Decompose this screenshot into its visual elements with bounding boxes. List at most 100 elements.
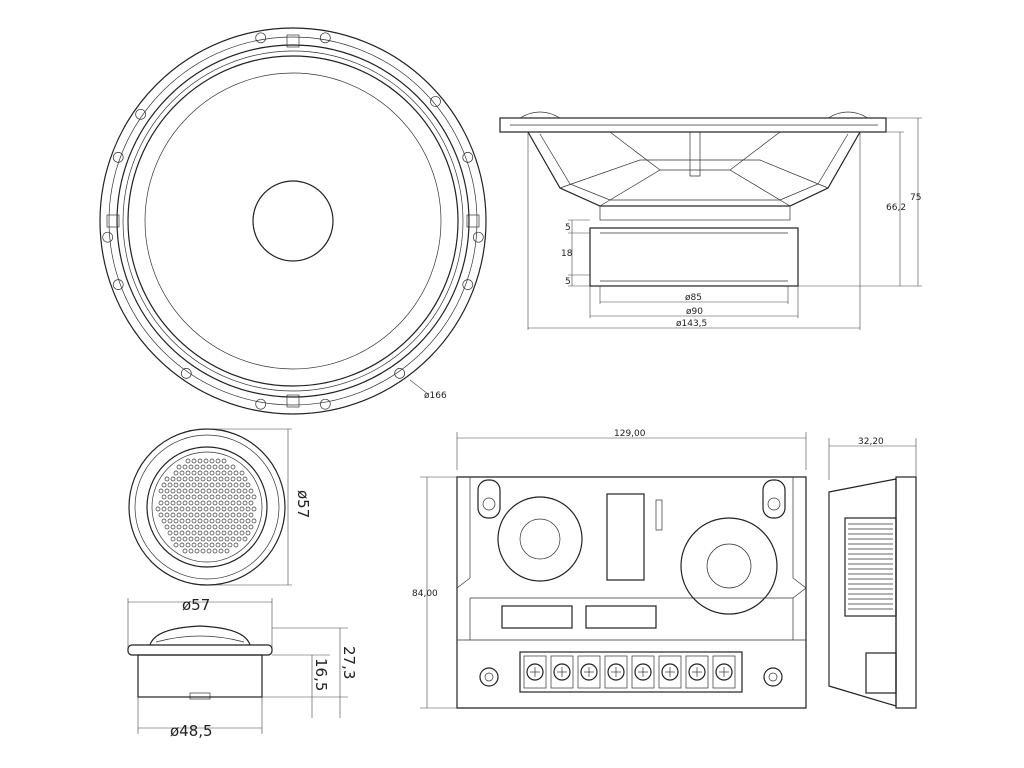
grille-hole (251, 518, 257, 524)
terminal-screw (580, 663, 598, 681)
grille-hole (203, 542, 209, 548)
grille-hole (206, 512, 212, 518)
grille-hole (164, 524, 170, 530)
grille-hole (239, 494, 245, 500)
grille-hole (215, 530, 221, 536)
grille-hole (239, 506, 245, 512)
grille-hole (227, 482, 233, 488)
grille-hole (173, 518, 179, 524)
woofer-mount-holes (102, 32, 484, 410)
woofer-front-view: ø166 (99, 27, 487, 415)
grille-hole (158, 512, 164, 518)
grille-hole (245, 494, 251, 500)
grille-hole (167, 506, 173, 512)
grille-hole (224, 488, 230, 494)
grille-hole (203, 518, 209, 524)
tweeter-front-diameter-label: ø57 (294, 490, 312, 518)
mount-hole (319, 32, 331, 44)
grille-hole (233, 530, 239, 536)
grille-hole (230, 536, 236, 542)
grille-hole (245, 530, 251, 536)
grille-hole (158, 488, 164, 494)
grille-hole (218, 548, 224, 554)
tweeter-dome (149, 625, 251, 646)
grille-hole (176, 500, 182, 506)
grille-hole (194, 536, 200, 542)
grille-hole (188, 500, 194, 506)
grille-hole (224, 524, 230, 530)
grille-hole (227, 506, 233, 512)
terminal-slot (577, 655, 601, 689)
grille-hole (212, 536, 218, 542)
grille-hole (188, 524, 194, 530)
tweeter-flange-diameter-label: ø57 (182, 596, 210, 614)
grille-hole (197, 542, 203, 548)
grille-hole (185, 506, 191, 512)
grille-hole (203, 494, 209, 500)
grille-hole (230, 512, 236, 518)
grille-hole (224, 548, 230, 554)
grille-hole (164, 512, 170, 518)
crossover-side-body (828, 478, 897, 707)
tweeter-mount-depth-label: 16,5 (312, 658, 330, 691)
grille-hole (212, 524, 218, 530)
terminal-slot (631, 655, 655, 689)
terminal-screw (634, 663, 652, 681)
magnet-outer-diameter-label: ø90 (686, 307, 703, 317)
grille-hole (170, 524, 176, 530)
grille-hole (239, 470, 245, 476)
mount-hole (102, 231, 114, 243)
grille-hole (170, 536, 176, 542)
grille-hole (224, 536, 230, 542)
grille-hole (161, 506, 167, 512)
grille-hole (191, 542, 197, 548)
grille-hole (248, 500, 254, 506)
grille-hole (188, 488, 194, 494)
grille-hole (164, 476, 170, 482)
crossover-mount-left (477, 479, 501, 519)
grille-hole (188, 548, 194, 554)
grille-hole (182, 488, 188, 494)
tweeter-grille-mesh (155, 458, 257, 554)
woofer-flange (499, 117, 887, 133)
grille-hole (188, 512, 194, 518)
grille-hole (242, 524, 248, 530)
crossover-mount-right (762, 479, 786, 519)
grille-hole (179, 542, 185, 548)
grille-hole (170, 476, 176, 482)
tweeter-body-diameter-label: ø48,5 (170, 722, 213, 740)
grille-hole (191, 470, 197, 476)
grille-hole (197, 470, 203, 476)
grille-hole (179, 530, 185, 536)
grille-hole (197, 518, 203, 524)
grille-hole (176, 476, 182, 482)
grille-hole (209, 542, 215, 548)
grille-hole (161, 518, 167, 524)
grille-hole (209, 470, 215, 476)
tweeter-total-depth-label: 27,3 (340, 646, 358, 679)
grille-hole (164, 500, 170, 506)
grille-hole (182, 464, 188, 470)
grille-hole (194, 464, 200, 470)
grille-hole (170, 500, 176, 506)
grille-hole (230, 488, 236, 494)
grille-hole (200, 464, 206, 470)
crossover-hole-right (763, 667, 783, 687)
terminal-screw (526, 663, 544, 681)
grille-hole (203, 530, 209, 536)
grille-hole (215, 458, 221, 464)
grille-hole (218, 512, 224, 518)
grille-hole (239, 518, 245, 524)
grille-hole (248, 488, 254, 494)
grille-hole (233, 542, 239, 548)
mount-hole (394, 368, 406, 379)
grille-hole (206, 548, 212, 554)
grille-hole (191, 494, 197, 500)
terminal-screw (661, 663, 679, 681)
crossover-inductor-large (680, 517, 778, 615)
grille-hole (215, 482, 221, 488)
mount-tab (286, 34, 300, 48)
grille-hole (236, 512, 242, 518)
grille-hole (173, 542, 179, 548)
mount-tab (106, 214, 120, 228)
